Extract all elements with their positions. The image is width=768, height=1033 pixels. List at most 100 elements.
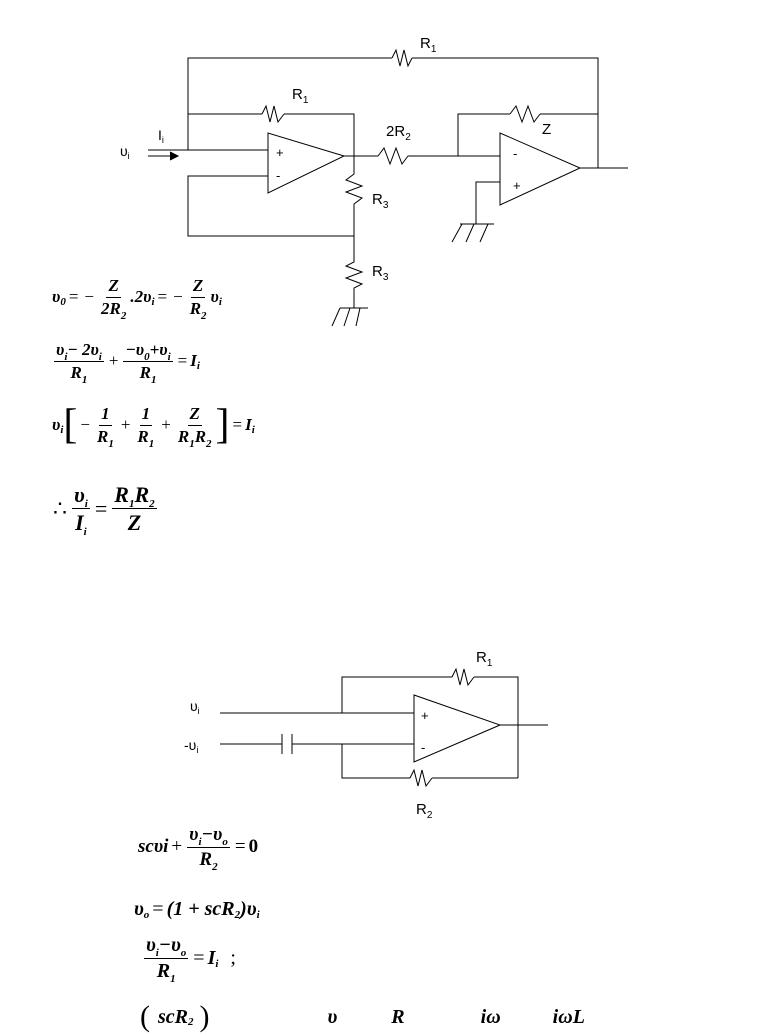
circuit-2 bbox=[220, 667, 548, 788]
eq1-neg: − bbox=[84, 287, 95, 307]
eq2-num1-sub2: i bbox=[98, 351, 102, 363]
ground-2-tick-a bbox=[451, 223, 463, 243]
eq3-right-bracket: ] bbox=[215, 402, 230, 449]
eq2-frac1-den: R1 bbox=[69, 362, 90, 386]
eq8-paren-num: scR bbox=[158, 1005, 188, 1028]
eq6-paren: (1 + scR bbox=[166, 898, 235, 920]
eq3-rhs: I bbox=[245, 415, 252, 435]
eq3-den2: R bbox=[137, 426, 149, 446]
eq8-tail-2: R bbox=[391, 1005, 405, 1028]
eq5-num: υ bbox=[189, 824, 199, 845]
resistor-r1-inner bbox=[261, 104, 285, 124]
eq3-left-bracket: [ bbox=[63, 402, 78, 449]
eq1-frac1-den-r: 2R bbox=[101, 298, 121, 318]
eq3-den3: R bbox=[177, 426, 190, 446]
eq1-equals: = bbox=[68, 287, 79, 307]
label-c2-nvi: -υ bbox=[184, 737, 196, 753]
wire-loop-bottom bbox=[187, 175, 354, 237]
eq4-rnum2: R bbox=[134, 482, 150, 507]
eq1-frac-2: Z R2 bbox=[188, 276, 209, 322]
eq3-frac1-den: R1 bbox=[95, 426, 116, 450]
eq2-frac1-num: υi− 2υi bbox=[54, 340, 104, 363]
eq3-frac-2: 1 R1 bbox=[135, 404, 156, 450]
svg-text:υi: υi bbox=[190, 698, 200, 716]
opamp-3-minus: - bbox=[421, 740, 425, 755]
eq2-frac2-num: −υ0+υi bbox=[123, 340, 173, 363]
eq5-den-sub: 2 bbox=[212, 860, 218, 873]
opamp-3-plus: + bbox=[421, 708, 429, 723]
eq3-den3-sub: 1 bbox=[189, 437, 195, 450]
eq5-frac: υi−υo R2 bbox=[187, 824, 230, 873]
resistor-r3-b bbox=[344, 236, 364, 308]
eq8-tail-4: iωL bbox=[552, 1005, 585, 1028]
eq4-den: I bbox=[75, 510, 84, 536]
eq1-frac1-num: Z bbox=[106, 276, 121, 298]
eq2-num2: −υ bbox=[125, 340, 145, 359]
eq3-frac3-den: R1R2 bbox=[176, 426, 214, 450]
eq5-lhs-i: i bbox=[163, 836, 169, 858]
wire-top-right bbox=[412, 57, 599, 168]
eq1-frac2-den-r: R bbox=[189, 298, 202, 318]
wire-r1-right bbox=[284, 113, 355, 156]
eq2-rhs: I bbox=[190, 351, 197, 371]
svg-text:2R2: 2R2 bbox=[386, 123, 411, 143]
eq5-num-rest: −υ bbox=[201, 824, 223, 845]
label-vi-sub: i bbox=[128, 151, 130, 161]
ground-2-tick-c bbox=[479, 223, 489, 243]
label-2r2: 2R bbox=[386, 123, 405, 140]
eq3-den3b: R bbox=[194, 426, 207, 446]
eq6-vo-sub: o bbox=[143, 908, 150, 921]
label-c2-r2: R bbox=[416, 801, 427, 818]
eq5-lhs: scυ bbox=[138, 836, 164, 858]
label-r1-top: R bbox=[420, 35, 431, 52]
eq2-num2-sub: 0 bbox=[144, 351, 150, 363]
eq3-rhs-sub: i bbox=[251, 424, 255, 437]
eq5-den: R bbox=[199, 848, 213, 870]
eq7-semicolon: ; bbox=[230, 947, 236, 969]
eq6-equals: = bbox=[152, 898, 164, 920]
eq3-frac-1: 1 R1 bbox=[95, 404, 116, 450]
label-r3-a-sub: 3 bbox=[383, 200, 389, 211]
label-2r2-sub: 2 bbox=[405, 132, 411, 143]
opamp-3 bbox=[413, 694, 502, 763]
eq5-equals: = bbox=[234, 836, 246, 858]
opamp-2-minus: - bbox=[513, 146, 517, 161]
eq7-frac-num: υi−υo bbox=[144, 934, 189, 959]
svg-text:R3: R3 bbox=[372, 191, 389, 211]
equation-4: ∴ υi Ii = R1R2 Z bbox=[50, 482, 159, 538]
eq8-tail-3: iω bbox=[480, 1005, 501, 1028]
label-c2-vi: υ bbox=[190, 698, 198, 714]
label-c2-r1-sub: 1 bbox=[487, 658, 493, 669]
eq3-vi-sub: i bbox=[60, 424, 64, 437]
eq4-rnum2-sub: 2 bbox=[149, 498, 155, 510]
eq5-plus: + bbox=[171, 836, 183, 858]
eq3-den3b-sub: 2 bbox=[206, 437, 212, 450]
opamp-1-plus: + bbox=[276, 145, 284, 160]
eq1-mult: .2υ bbox=[130, 287, 152, 307]
eq8-open-paren: ( bbox=[140, 1000, 150, 1033]
eq2-num1-rest: − 2υ bbox=[67, 340, 99, 359]
svg-text:R1: R1 bbox=[476, 649, 493, 669]
label-r1-top-sub: 1 bbox=[431, 44, 437, 55]
svg-text:R3: R3 bbox=[372, 263, 389, 283]
wire-r1-c2-right bbox=[474, 676, 519, 778]
eq5-frac-num: υi−υo bbox=[187, 824, 230, 848]
eq1-equals-2: = bbox=[157, 287, 168, 307]
opamp-2-plus: + bbox=[513, 178, 521, 193]
resistor-r3-a bbox=[344, 156, 364, 236]
wire-top-left bbox=[187, 57, 392, 150]
eq6-close: )υ bbox=[240, 898, 257, 920]
label-ii: I bbox=[158, 127, 162, 143]
eq7-num-sub2: o bbox=[180, 947, 187, 959]
eq7-den: R bbox=[156, 960, 171, 982]
eq3-plus-2: + bbox=[161, 415, 171, 435]
eq2-num2-rest: +υ bbox=[149, 340, 168, 359]
ground-1-tick-b bbox=[343, 307, 351, 327]
impedance-z bbox=[509, 104, 541, 124]
current-arrow-head bbox=[169, 151, 180, 161]
